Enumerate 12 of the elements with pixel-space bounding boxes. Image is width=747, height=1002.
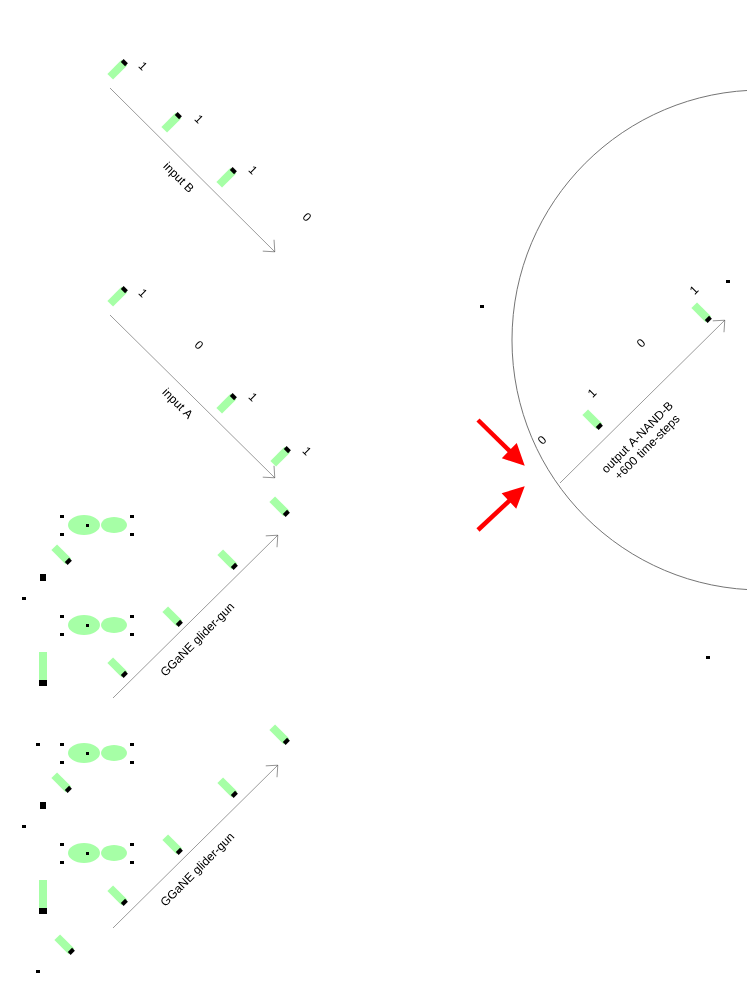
bit-label: 0	[303, 213, 311, 221]
bit-label: 1	[194, 115, 203, 124]
bit-label: 0	[195, 341, 203, 349]
bit-label: 1	[248, 166, 257, 175]
bit-label: 0	[538, 436, 546, 444]
bit-label: 1	[690, 286, 699, 295]
bit-label: 1	[588, 389, 597, 398]
bit-label: 0	[637, 339, 645, 347]
bit-label: 1	[302, 447, 311, 456]
bit-label: 1	[138, 289, 147, 298]
bit-label: 1	[138, 62, 147, 71]
bit-label: 1	[248, 393, 257, 402]
